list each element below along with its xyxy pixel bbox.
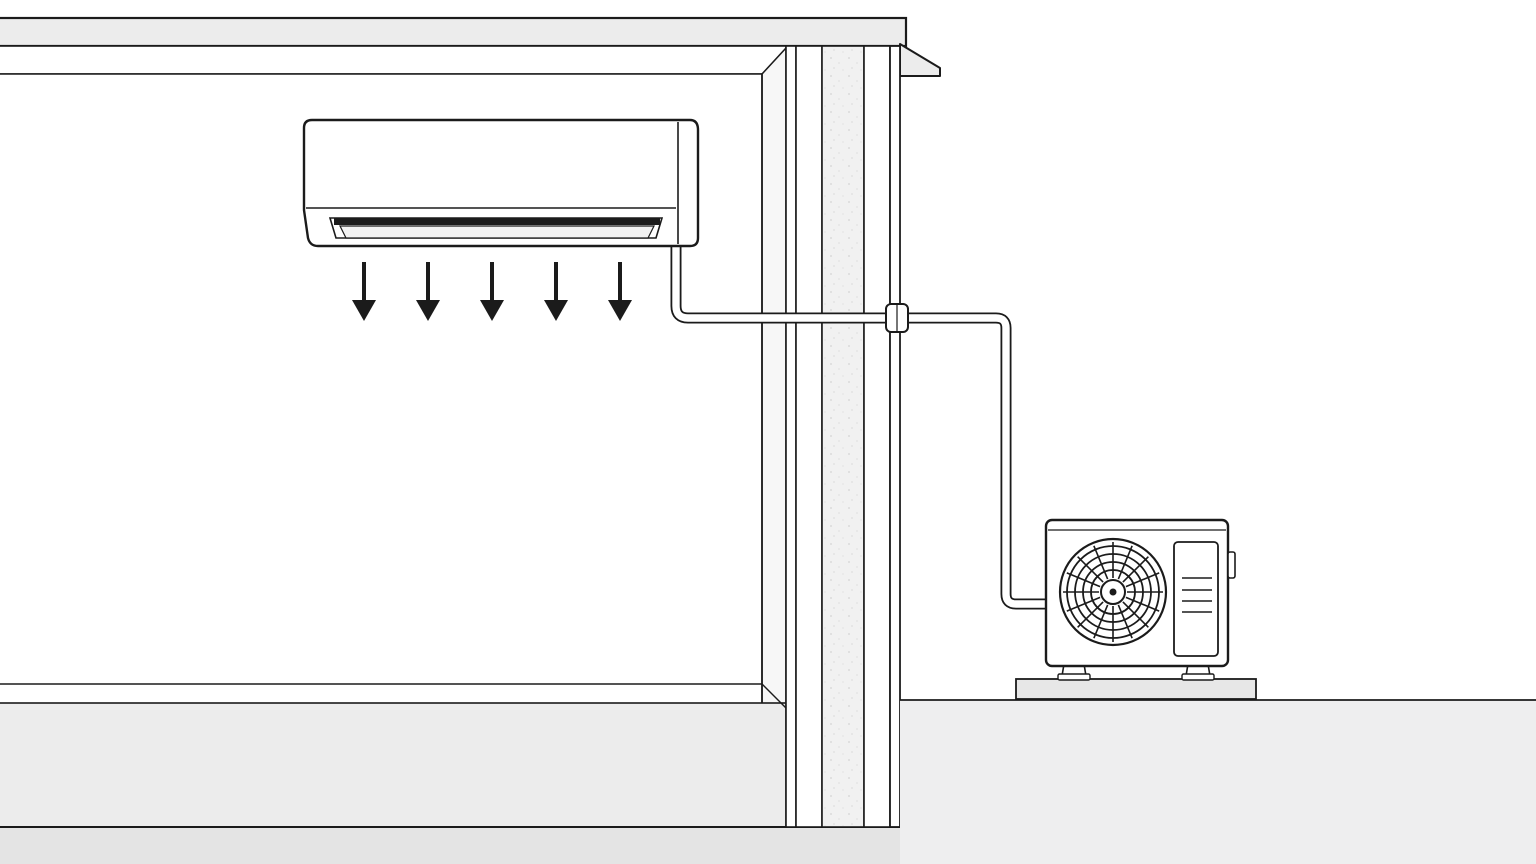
down-arrow-icon bbox=[608, 262, 632, 321]
arrow-head bbox=[608, 300, 632, 321]
ceiling-slab bbox=[0, 16, 908, 48]
outdoor-unit-foot-left-base bbox=[1057, 673, 1091, 681]
arrow-head bbox=[480, 300, 504, 321]
foundation-slab bbox=[0, 826, 907, 864]
fan-guard-spoke bbox=[1125, 596, 1160, 612]
concrete-pad bbox=[1015, 678, 1257, 700]
down-arrow-icon bbox=[352, 262, 376, 321]
outdoor-unit-service-valve bbox=[1227, 551, 1236, 579]
indoor-unit-louver bbox=[339, 225, 655, 239]
fan-guard-spoke bbox=[1117, 604, 1133, 639]
fan-guard-spoke bbox=[1117, 545, 1133, 580]
outdoor-unit-side-panel bbox=[1173, 541, 1219, 657]
down-arrow-icon bbox=[416, 262, 440, 321]
line-set-inner bbox=[672, 242, 1050, 608]
floor-slab bbox=[0, 702, 787, 828]
refrigerant-line-set bbox=[670, 240, 1052, 610]
ceiling-trim bbox=[0, 45, 787, 75]
outdoor-condenser-unit-icon bbox=[1015, 518, 1257, 700]
wall-cladding bbox=[889, 45, 901, 828]
ground-surface bbox=[900, 700, 1536, 864]
outdoor-ground bbox=[900, 699, 1536, 864]
wall-inner-layer bbox=[785, 45, 797, 828]
arrow-head bbox=[352, 300, 376, 321]
floor-corner bbox=[761, 683, 787, 709]
indoor-unit-vent-slot bbox=[334, 218, 660, 225]
exterior-wall-section bbox=[785, 45, 901, 828]
outdoor-unit-foot-right-base bbox=[1181, 673, 1215, 681]
fan-guard-spoke bbox=[1093, 545, 1109, 580]
fan-guard-spoke bbox=[1066, 572, 1101, 588]
airflow-arrows bbox=[352, 262, 632, 321]
wall-cavity bbox=[795, 45, 823, 828]
fan-guard-spoke bbox=[1066, 596, 1101, 612]
fan-guard-spoke bbox=[1077, 601, 1104, 628]
fan-icon bbox=[1058, 537, 1168, 647]
arrow-head bbox=[416, 300, 440, 321]
down-arrow-icon bbox=[544, 262, 568, 321]
fan-hub-center bbox=[1109, 588, 1117, 596]
fan-guard-spoke bbox=[1125, 572, 1160, 588]
arrow-head bbox=[544, 300, 568, 321]
down-arrow-icon bbox=[480, 262, 504, 321]
roof-overhang bbox=[899, 43, 941, 77]
wall-mounted-indoor-unit-icon bbox=[302, 118, 700, 248]
fan-guard-spoke bbox=[1122, 601, 1149, 628]
fan-guard-spoke bbox=[1093, 604, 1109, 639]
indoor-unit-body bbox=[302, 118, 700, 248]
fan-guard-spoke bbox=[1122, 556, 1149, 583]
wall-insulation-texture bbox=[823, 47, 863, 826]
fan-guard-spoke bbox=[1077, 556, 1104, 583]
side-wall-panel bbox=[761, 47, 787, 727]
wall-outer-layer bbox=[863, 45, 891, 828]
